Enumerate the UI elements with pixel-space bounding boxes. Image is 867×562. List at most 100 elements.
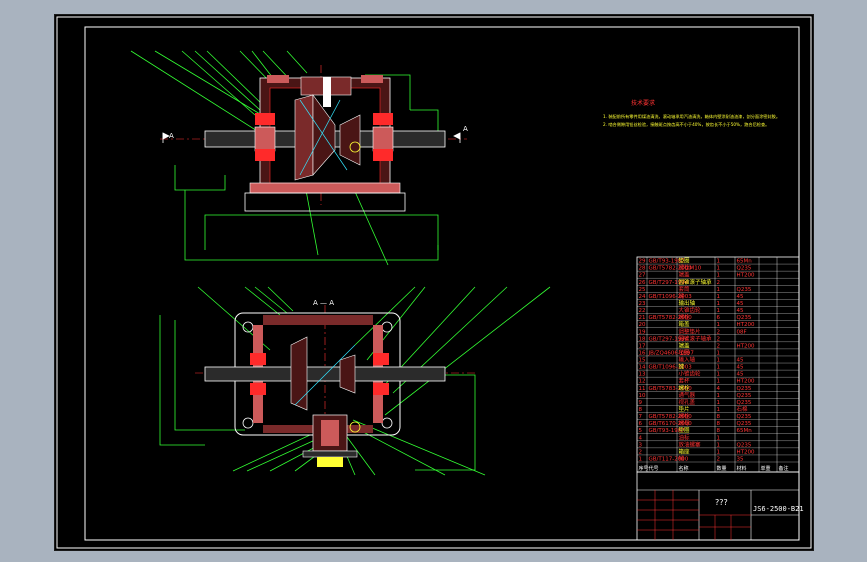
bom-cell: 45 [737,372,744,378]
bom-cell: GB/T5783-2000 [649,386,693,392]
bom-cell: 6 [717,315,721,321]
bom-cell: HT200 [737,343,755,349]
bom-cell: 28 [639,266,646,272]
bom-cell: 垫圈 [679,257,691,265]
bom-cell: 8 [717,414,721,420]
bom-cell: 毡圈 [679,348,691,356]
bom-cell: 45 [737,301,744,307]
outer-border [56,16,812,549]
bom-cell: 视孔盖 [679,398,696,406]
bom-cell: GB/T1096-2003 [649,365,693,371]
title-block: ??? JS6-2500-B21 [636,471,804,541]
tech-requirements-heading: 技术要求 [631,99,655,107]
bom-cell: 26 [639,280,646,286]
section-view-title: A — A [313,299,334,307]
bom-header-cell: 材料 [737,465,747,472]
bom-cell: 销 [679,455,685,463]
bom-cell: 3 [639,442,643,448]
bom-cell: 18 [639,336,646,342]
bom-cell: 1 [717,435,721,441]
bom-cell: 箱盖 [679,320,691,328]
bom-cell: 8 [639,407,643,413]
section-mark-a-right: A [463,125,468,133]
bevel-gear-top [294,94,361,181]
bom-cell: 端盖 [679,341,691,349]
tech-requirement-line-2: 2. 啮合侧隙用铅丝检验，接触斑点按齿高不小于40%，按齿长不小于50%，跑合后… [603,121,769,128]
bom-cell: 27 [639,273,646,279]
bom-cell: 小锥齿轮 [679,370,702,378]
bom-cell: 1 [717,287,721,293]
bom-cell: 35 [737,457,744,463]
bom-cell: 圆锥滚子轴承 [679,334,713,342]
bom-cell: 螺栓 [679,384,691,392]
bom-cell: 箱座 [679,447,691,455]
tech-requirement-line-1: 1. 装配前所有零件用煤油清洗，滚动轴承用汽油清洗，箱体内壁涂耐油油漆，剖分面涂… [603,113,780,120]
assembly-drawing: A A [56,16,812,549]
bom-cell: 25 [639,287,646,293]
bom-cell: 23 [639,301,646,307]
bom-cell: 2 [717,280,721,286]
drawing-name: ??? [715,498,728,507]
bom-cell: Q235 [737,386,752,392]
bom-cell: 45 [737,308,744,314]
bom-cell: JB/ZQ4606-1997 [648,350,695,356]
cad-viewport[interactable]: A A [54,14,814,551]
bom-cell: 9 [639,400,643,406]
bom-cell: 1 [717,379,721,385]
bom-cell: 端盖 [679,271,691,279]
bom-cell: 1 [717,407,721,413]
bom-cell: 油标 [679,433,691,441]
bom-cell: Q235 [737,442,752,448]
section-arrows-top [162,132,461,143]
bom-cell: HT200 [737,273,755,279]
bom-cell: 2 [717,329,721,335]
bom-cell: 垫圈 [679,426,691,434]
bom-cell: HT200 [737,379,755,385]
bom-cell: 24 [639,294,646,300]
bom-cell: 12 [639,379,646,385]
bevel-gear-bottom [290,336,356,411]
bom-cell: 套杯 [679,377,691,385]
bom-cell: 6 [639,421,643,427]
bom-cell: Q235 [737,400,752,406]
bom-header-cell: 名称 [679,465,689,472]
bom-cell: 1 [717,365,721,371]
bom-cell: GB/T1096-2003 [649,294,693,300]
bom-cell: 1 [717,400,721,406]
bom-cell: 14 [639,365,646,371]
bom-cell: 8 [717,428,721,434]
bom-header-cell: 单重 [761,465,771,472]
bom-cell: 放油螺塞 [679,440,702,448]
bom-cell: 1 [717,449,721,455]
bom-cell: 65Mn [737,428,753,434]
plan-section-view: A — A [159,286,551,476]
bom-cell: 1 [717,358,721,364]
bom-cell: 29 [639,259,646,265]
bom-header-cell: 备注 [779,465,789,472]
bom-cell: 1 [639,457,643,463]
base-top [244,192,406,212]
bom-cell: 1 [717,259,721,265]
bom-cell: 65Mn [737,259,753,265]
bom-cell: 通气器 [679,391,696,399]
bom-cell: 键 [679,292,685,300]
bom-cell: 1 [717,322,721,328]
bom-cell: 1 [717,372,721,378]
bom-cell: 13 [639,372,646,378]
bom-cell: 45 [737,358,744,364]
bom-cell: 1 [717,350,721,356]
bom-cell: GB/T93-1987 [649,259,686,265]
bom-cell: 1 [717,308,721,314]
bom-cell: 石棉 [737,405,749,413]
bom-cell: 2 [717,457,721,463]
bom-cell: GB/T297-1994 [649,280,689,286]
bom-cell: Q235 [737,315,752,321]
bom-cell: 2 [639,449,643,455]
drawing-number: JS6-2500-B21 [753,505,804,513]
bom-cell: 1 [717,442,721,448]
bom-cell: 输出轴 [679,299,696,307]
bom-cell: 4 [717,386,721,392]
section-mark-a-left: A [169,132,174,140]
bom-cell: 10 [639,393,646,399]
